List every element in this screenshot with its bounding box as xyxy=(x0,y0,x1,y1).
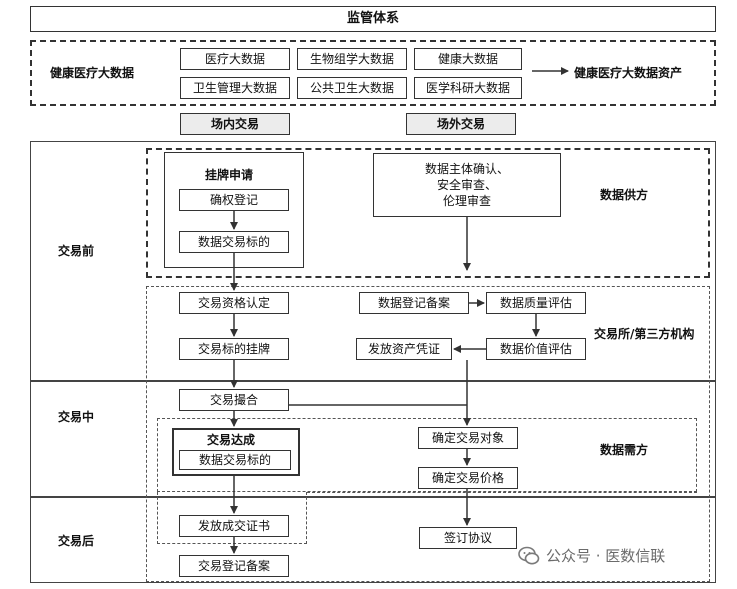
sources-group xyxy=(30,40,716,106)
demander-zone xyxy=(157,418,697,492)
exchange-zone xyxy=(146,286,710,582)
deal-title: 交易达成 xyxy=(207,433,256,447)
role-exchange: 交易所/第三方机构 xyxy=(594,327,695,341)
role-demander: 数据需方 xyxy=(600,443,649,457)
channel-offsite: 场外交易 xyxy=(406,113,516,135)
review-line-1: 数据主体确认、 xyxy=(424,161,509,176)
supplier-review-box: 数据主体确认、 安全审查、 伦理审查 xyxy=(373,153,561,217)
asset-label: 健康医疗大数据资产 xyxy=(574,66,683,80)
deal-box xyxy=(172,428,300,476)
phase-before-frame xyxy=(30,141,716,381)
step-confirm-price: 确定交易价格 xyxy=(418,467,518,489)
step-issue-certificate: 发放成交证书 xyxy=(179,515,289,537)
role-supplier: 数据供方 xyxy=(600,188,649,202)
phase-after-frame xyxy=(30,497,716,583)
source-bio-omics: 生物组学大数据 xyxy=(297,48,407,70)
phase-during-frame xyxy=(30,381,716,497)
step-registration-filing: 数据登记备案 xyxy=(359,292,469,314)
step-matching: 交易撮合 xyxy=(179,389,289,411)
step-quality-eval: 数据质量评估 xyxy=(486,292,586,314)
wechat-icon xyxy=(518,546,540,564)
source-public-health: 公共卫生大数据 xyxy=(297,77,407,99)
certificate-zone xyxy=(157,492,307,544)
source-medical-research: 医学科研大数据 xyxy=(414,77,522,99)
phase-before-label: 交易前 xyxy=(58,244,95,258)
step-target-listing: 交易标的挂牌 xyxy=(179,338,289,360)
step-rights-registration: 确权登记 xyxy=(179,189,289,211)
watermark-text: 公众号 · 医数信联 xyxy=(546,547,666,565)
step-asset-certificate: 发放资产凭证 xyxy=(356,338,452,360)
step-deal-target: 数据交易标的 xyxy=(179,450,291,470)
source-health: 健康大数据 xyxy=(414,48,522,70)
review-line-2: 安全审查、 xyxy=(436,177,497,192)
sources-group-label: 健康医疗大数据 xyxy=(50,66,135,80)
watermark: 公众号 · 医数信联 xyxy=(518,545,665,566)
source-medical: 医疗大数据 xyxy=(180,48,290,70)
step-trade-filing: 交易登记备案 xyxy=(179,555,289,577)
listing-title: 挂牌申请 xyxy=(205,168,254,182)
certificate-zone-top xyxy=(307,492,697,493)
channel-onsite: 场内交易 xyxy=(180,113,290,135)
phase-after-label: 交易后 xyxy=(58,534,95,548)
step-listing-target: 数据交易标的 xyxy=(179,231,289,253)
review-line-3: 伦理审查 xyxy=(442,194,491,209)
source-health-management: 卫生管理大数据 xyxy=(180,77,290,99)
phase-during-label: 交易中 xyxy=(58,410,95,424)
title-bar: 监管体系 xyxy=(30,6,716,32)
step-confirm-object: 确定交易对象 xyxy=(418,427,518,449)
step-value-eval: 数据价值评估 xyxy=(486,338,586,360)
supplier-zone xyxy=(146,148,710,278)
step-sign-agreement: 签订协议 xyxy=(419,527,517,549)
step-qualification: 交易资格认定 xyxy=(179,292,289,314)
